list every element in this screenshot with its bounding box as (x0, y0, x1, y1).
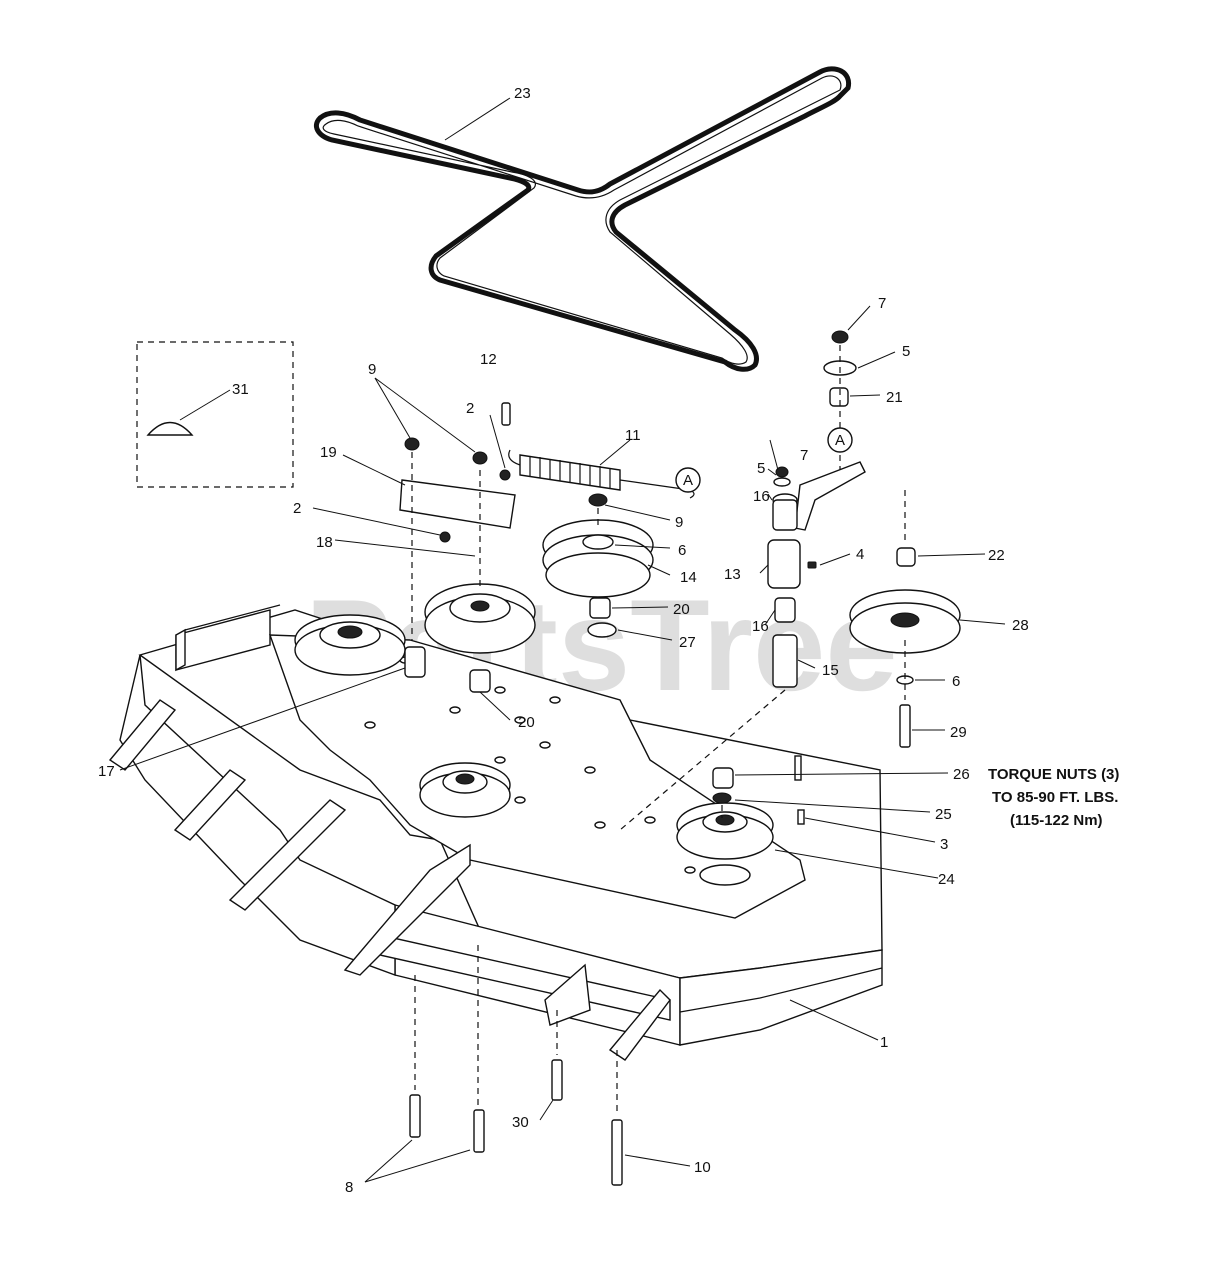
nut-9-right (588, 493, 608, 507)
callout-7-upper: 7 (878, 295, 886, 312)
callout-1: 1 (880, 1034, 888, 1051)
callout-10: 10 (694, 1159, 711, 1176)
callout-8: 8 (345, 1179, 353, 1196)
pin-3 (797, 809, 805, 825)
callout-5-upper: 5 (902, 343, 910, 360)
bolt-8-left (409, 1094, 421, 1138)
callout-18: 18 (316, 534, 333, 551)
callout-a-2: A (683, 472, 693, 489)
leader-lines (119, 97, 1006, 1183)
bolt-8-right (473, 1109, 485, 1153)
nut-9-center (472, 451, 488, 465)
mower-deck (108, 604, 883, 1061)
callout-9-right: 9 (675, 514, 683, 531)
pulley-28 (849, 589, 961, 654)
pulley-right-spindle (676, 802, 774, 886)
inset-box (136, 341, 294, 488)
nut-9-left (404, 437, 420, 451)
callout-19: 19 (320, 444, 337, 461)
blade-cap-31 (146, 421, 194, 436)
callout-31: 31 (232, 381, 249, 398)
callout-25: 25 (935, 806, 952, 823)
callout-16-lower: 16 (752, 618, 769, 635)
bracket-19 (399, 479, 516, 529)
callout-3: 3 (940, 836, 948, 853)
bolt-30 (551, 1059, 563, 1101)
spacer-22 (896, 547, 916, 567)
deck-holes (364, 656, 696, 874)
callout-6-lower: 6 (952, 673, 960, 690)
callout-7-lower: 7 (800, 447, 808, 464)
callout-21: 21 (886, 389, 903, 406)
nut-2-lower (439, 531, 451, 543)
pulley-left-spindle (294, 614, 406, 676)
callout-28: 28 (1012, 617, 1029, 634)
callout-27: 27 (679, 634, 696, 651)
callout-14: 14 (680, 569, 697, 586)
torque-note-line2: TO 85-90 FT. LBS. (992, 789, 1118, 806)
key-26 (794, 755, 802, 781)
callout-17: 17 (98, 763, 115, 780)
callout-26: 26 (953, 766, 970, 783)
idler-pulley-18 (424, 583, 536, 654)
callout-15: 15 (822, 662, 839, 679)
callout-11: 11 (625, 427, 641, 444)
spring-11 (508, 449, 695, 499)
torque-note-line1: TORQUE NUTS (3) (988, 766, 1119, 783)
callout-22: 22 (988, 547, 1005, 564)
callout-29: 29 (950, 724, 967, 741)
idler-arm (767, 330, 866, 688)
callout-16-upper: 16 (753, 488, 770, 505)
bolt-12 (501, 402, 511, 426)
spacer-left (404, 646, 426, 678)
callout-2-upper: 2 (466, 400, 474, 417)
callout-13: 13 (724, 566, 741, 583)
callout-5-lower: 5 (757, 460, 765, 477)
bolt-10 (611, 1119, 623, 1186)
pulley-center-spindle (419, 762, 511, 818)
pulley-14 (542, 519, 654, 598)
callout-20-lower: 20 (518, 714, 535, 731)
assembly-lines (136, 341, 906, 1115)
callout-12: 12 (480, 351, 497, 368)
callout-23: 23 (514, 85, 531, 102)
callout-labels: 1 2 2 3 4 5 5 6 6 7 7 8 9 9 10 11 12 13 … (98, 85, 1029, 1196)
callout-4: 4 (856, 546, 864, 563)
callout-9-top: 9 (368, 361, 376, 378)
bolt-29 (899, 704, 911, 748)
callout-20-upper: 20 (673, 601, 690, 618)
washer-27 (587, 622, 617, 638)
nut-2-upper (499, 469, 511, 481)
callout-30: 30 (512, 1114, 529, 1131)
nut-25 (712, 767, 734, 789)
callout-2-lower: 2 (293, 500, 301, 517)
spacer-20-bottom (469, 669, 491, 693)
spacer-20-upper (589, 597, 611, 619)
torque-note-line3: (115-122 Nm) (1010, 812, 1103, 829)
callout-24: 24 (938, 871, 955, 888)
torque-note: TORQUE NUTS (3) TO 85-90 FT. LBS. (115-1… (988, 766, 1119, 829)
callout-a-circle-2 (675, 467, 701, 493)
washer-3 (712, 792, 732, 804)
drive-belt (314, 66, 852, 372)
callout-a-circle-1 (827, 427, 853, 453)
callout-a-1: A (835, 432, 845, 449)
callout-6-upper: 6 (678, 542, 686, 559)
